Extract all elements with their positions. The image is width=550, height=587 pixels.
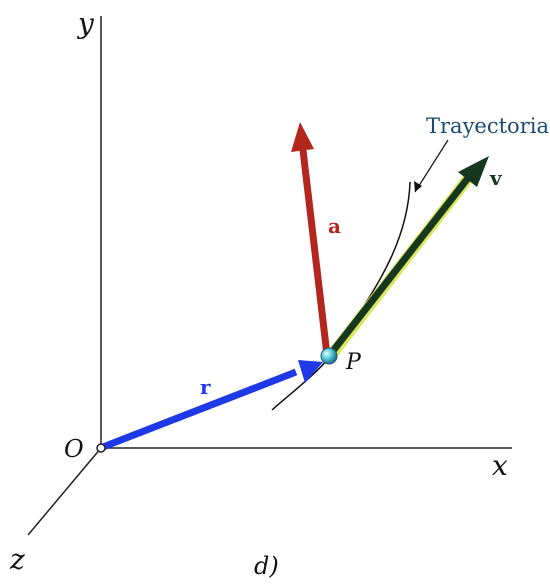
trajectory-pointer-head	[414, 181, 422, 192]
particle-ball	[320, 347, 338, 365]
z-axis-label: z	[10, 543, 25, 576]
vector-r-label: r	[200, 375, 211, 399]
vector-v-head	[458, 156, 489, 187]
trajectory-pointer	[414, 139, 449, 193]
vector-v-shaft	[326, 175, 471, 359]
origin-marker	[96, 443, 106, 453]
x-axis-label: x	[492, 449, 508, 482]
vector-a-shaft	[299, 149, 331, 356]
y-axis-label: y	[78, 7, 94, 40]
origin-label: O	[64, 435, 84, 463]
vector-r-shaft	[101, 368, 298, 451]
vector-v-label: v	[490, 166, 502, 190]
trajectory-label: Trayectoria	[426, 114, 549, 138]
vector-r-head	[298, 360, 323, 383]
vector-a-head	[291, 122, 314, 152]
point-p-label: P	[346, 350, 361, 375]
vector-a-label: a	[328, 214, 341, 238]
figure-caption: d)	[254, 552, 279, 580]
z-axis	[27, 447, 102, 536]
